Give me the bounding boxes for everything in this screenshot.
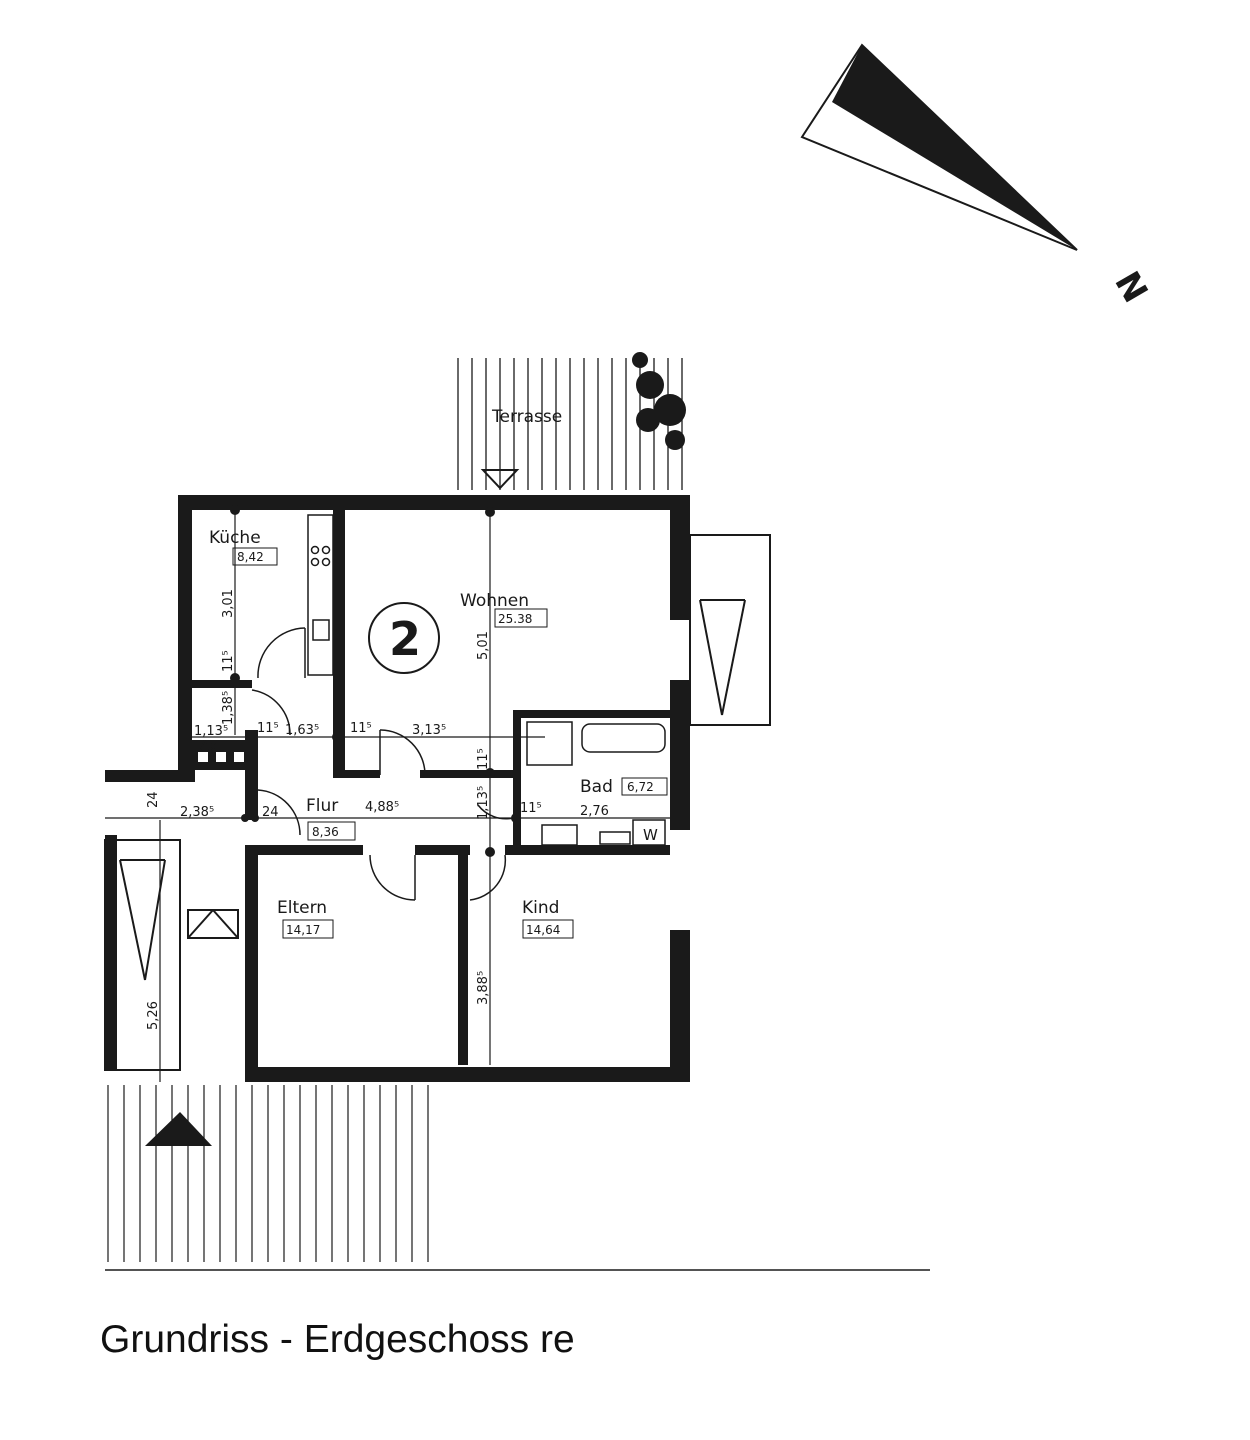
tree-icon <box>632 352 686 450</box>
dim-24b: 24 <box>146 791 161 808</box>
dim-wall-e: 11⁵ <box>520 801 542 816</box>
closet-label: Ab <box>200 739 217 754</box>
room-wohnen-area: 25.38 <box>498 612 532 626</box>
room-bad-name: Bad <box>580 777 613 797</box>
dim-wohnen-width: 3,13⁵ <box>412 723 446 738</box>
dim-kind-height: 3,88⁵ <box>476 971 491 1005</box>
washer-label: W <box>643 826 658 844</box>
room-eltern-name: Eltern <box>277 898 327 918</box>
dim-wall-1135b: 1,13⁵ <box>476 786 491 820</box>
north-label: N <box>1106 265 1155 310</box>
kitchen-fixtures <box>307 514 334 676</box>
doors <box>251 627 514 901</box>
walls <box>105 495 690 1082</box>
room-eltern-area: 14,17 <box>286 923 320 937</box>
dim-wall-1135a: 1,13⁵ <box>194 724 228 739</box>
bathroom-fixtures <box>526 721 666 846</box>
room-flur-name: Flur <box>306 796 338 816</box>
dim-kueche-height: 3,01 <box>221 589 236 618</box>
dim-wohnen-height: 5,01 <box>476 631 491 660</box>
room-flur-area: 8,36 <box>312 825 339 839</box>
staircase <box>104 839 239 1071</box>
unit-number: 2 <box>389 612 421 666</box>
plan-caption: Grundriss - Erdgeschoss re <box>100 1318 575 1361</box>
unit-number-badge <box>368 602 440 674</box>
dim-flur-width: 4,88⁵ <box>365 800 399 815</box>
dim-wall-b: 11⁵ <box>257 721 279 736</box>
dim-bad-width: 2,76 <box>580 804 609 819</box>
dim-24a: 24 <box>262 805 279 820</box>
dim-wall-a: 11⁵ <box>221 650 236 672</box>
dim-stair-height: 5,26 <box>146 1001 161 1030</box>
room-kueche-area: 8,42 <box>237 550 264 564</box>
room-bad-area: 6,72 <box>627 780 654 794</box>
room-wohnen-name: Wohnen <box>460 591 529 611</box>
dim-wall-d: 11⁵ <box>476 748 491 770</box>
dimension-lines <box>105 510 670 1082</box>
dim-163: 1,63⁵ <box>285 723 319 738</box>
room-kind-area: 14,64 <box>526 923 560 937</box>
terrace-label: Terrasse <box>491 407 562 427</box>
dim-flur-left: 2,38⁵ <box>180 805 214 820</box>
dim-small: 1,38⁵ <box>221 691 236 725</box>
balcony <box>689 534 771 726</box>
closet-vents <box>198 752 244 762</box>
garden <box>107 1085 429 1262</box>
room-kueche-name: Küche <box>209 528 261 548</box>
entrance-marker-icon <box>145 1112 212 1146</box>
room-kind-name: Kind <box>522 898 559 918</box>
dim-wall-c: 11⁵ <box>350 721 372 736</box>
entrance-arrow-icon <box>480 469 520 490</box>
north-arrow-icon <box>800 43 1078 251</box>
